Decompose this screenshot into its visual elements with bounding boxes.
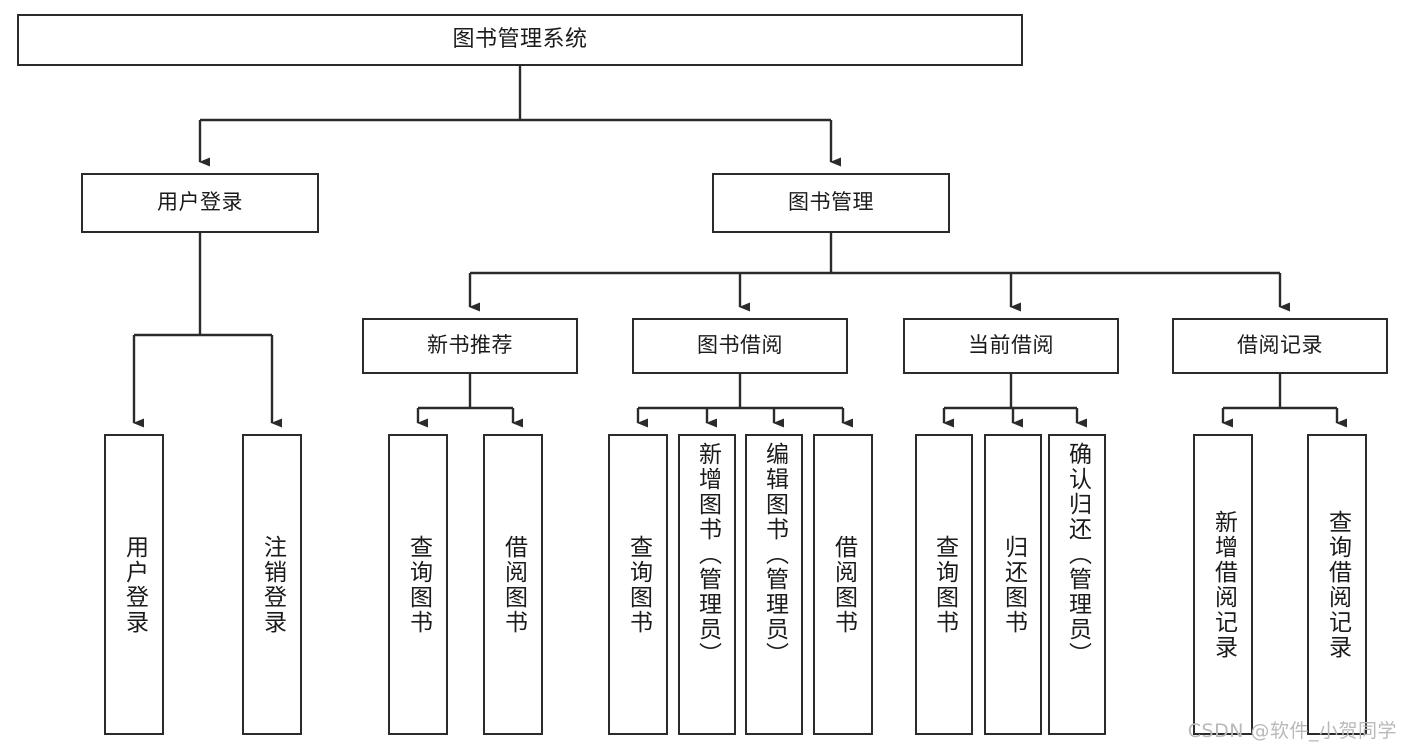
leaf-borrow-book-1-label: 借阅图书 bbox=[500, 534, 527, 635]
leaf-edit-book-label: 编辑图书（管理员） bbox=[761, 442, 788, 667]
leaf-confirm-return-label: 确认归还（管理员） bbox=[1064, 442, 1091, 667]
leaf-query-book-1[interactable]: 查询图书 bbox=[388, 434, 448, 735]
leaf-query-record-label: 查询借阅记录 bbox=[1324, 509, 1351, 660]
leaf-query-book-2-label: 查询图书 bbox=[625, 534, 652, 635]
leaf-confirm-return[interactable]: 确认归还（管理员） bbox=[1048, 434, 1106, 735]
leaf-add-record-label: 新增借阅记录 bbox=[1210, 509, 1237, 660]
leaf-query-book-2[interactable]: 查询图书 bbox=[608, 434, 668, 735]
leaf-query-book-1-label: 查询图书 bbox=[405, 534, 432, 635]
leaf-return-book-label: 归还图书 bbox=[1000, 534, 1027, 635]
node-book-borrow-label: 图书借阅 bbox=[697, 333, 783, 358]
leaf-query-book-3[interactable]: 查询图书 bbox=[915, 434, 973, 735]
leaf-user-login[interactable]: 用户登录 bbox=[104, 434, 164, 735]
leaf-return-book[interactable]: 归还图书 bbox=[984, 434, 1042, 735]
node-user-login[interactable]: 用户登录 bbox=[81, 173, 319, 233]
leaf-add-book[interactable]: 新增图书（管理员） bbox=[678, 434, 736, 735]
leaf-edit-book[interactable]: 编辑图书（管理员） bbox=[745, 434, 803, 735]
leaf-logout-label: 注销登录 bbox=[259, 534, 286, 635]
leaf-borrow-book-2-label: 借阅图书 bbox=[830, 534, 857, 635]
leaf-add-book-label: 新增图书（管理员） bbox=[694, 442, 721, 667]
node-root-label: 图书管理系统 bbox=[452, 26, 588, 52]
node-borrow-record[interactable]: 借阅记录 bbox=[1172, 318, 1388, 374]
leaf-user-login-label: 用户登录 bbox=[121, 534, 148, 635]
node-new-book-recommend-label: 新书推荐 bbox=[427, 333, 513, 358]
leaf-add-record[interactable]: 新增借阅记录 bbox=[1193, 434, 1253, 735]
node-root[interactable]: 图书管理系统 bbox=[17, 14, 1023, 66]
node-book-manage-label: 图书管理 bbox=[788, 190, 874, 215]
leaf-query-record[interactable]: 查询借阅记录 bbox=[1307, 434, 1367, 735]
leaf-borrow-book-1[interactable]: 借阅图书 bbox=[483, 434, 543, 735]
csdn-watermark: CSDN @软件_小贺同学 bbox=[1187, 720, 1397, 742]
node-book-manage[interactable]: 图书管理 bbox=[712, 173, 950, 233]
leaf-borrow-book-2[interactable]: 借阅图书 bbox=[813, 434, 873, 735]
leaf-logout[interactable]: 注销登录 bbox=[242, 434, 302, 735]
node-user-login-label: 用户登录 bbox=[157, 190, 243, 215]
node-new-book-recommend[interactable]: 新书推荐 bbox=[362, 318, 578, 374]
node-borrow-record-label: 借阅记录 bbox=[1237, 333, 1323, 358]
node-current-borrow[interactable]: 当前借阅 bbox=[903, 318, 1119, 374]
node-current-borrow-label: 当前借阅 bbox=[968, 333, 1054, 358]
node-book-borrow[interactable]: 图书借阅 bbox=[632, 318, 848, 374]
leaf-query-book-3-label: 查询图书 bbox=[931, 534, 958, 635]
